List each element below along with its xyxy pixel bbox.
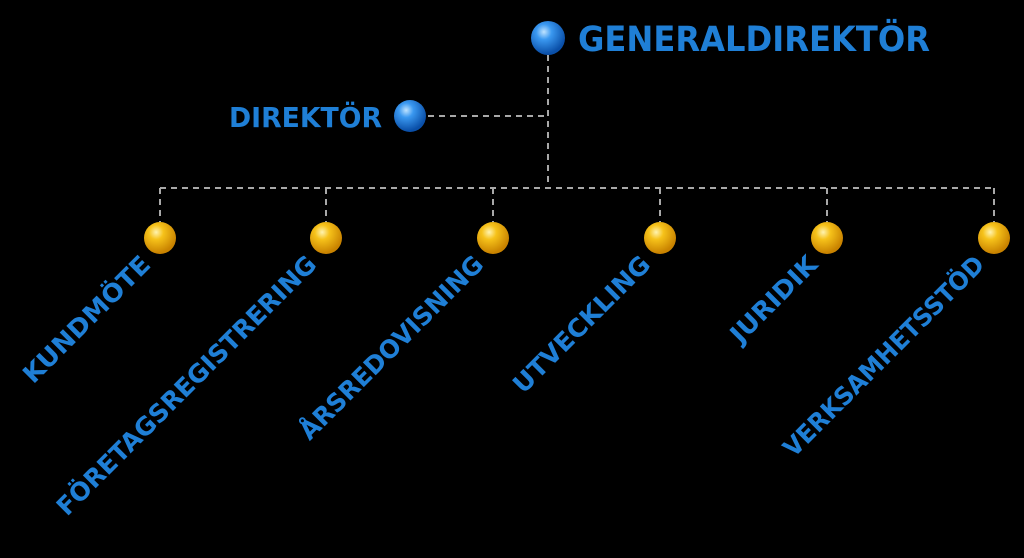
department-node-5: JURIDIK bbox=[723, 222, 843, 350]
department-node-3: ÅRSREDOVISNING bbox=[293, 222, 509, 446]
department-nodes: KUNDMÖTE FÖRETAGSREGISTRERING ÅRSREDOVIS… bbox=[16, 222, 1010, 521]
side-node: DIREKTÖR bbox=[229, 100, 426, 134]
department-label-4: UTVECKLING bbox=[507, 250, 656, 399]
side-node-label: DIREKTÖR bbox=[229, 100, 382, 134]
department-node-6: VERKSAMHETSSTÖD bbox=[777, 222, 1010, 463]
department-ball-4 bbox=[644, 222, 676, 254]
department-ball-2 bbox=[310, 222, 342, 254]
connectors bbox=[159, 55, 995, 222]
department-node-1: KUNDMÖTE bbox=[16, 222, 176, 389]
department-label-5: JURIDIK bbox=[723, 249, 825, 351]
department-label-2: FÖRETAGSREGISTRERING bbox=[50, 249, 322, 521]
top-node: GENERALDIREKTÖR bbox=[531, 18, 930, 60]
department-ball-5 bbox=[811, 222, 843, 254]
top-node-ball bbox=[531, 21, 565, 55]
department-node-2: FÖRETAGSREGISTRERING bbox=[50, 222, 342, 521]
department-node-4: UTVECKLING bbox=[507, 222, 676, 399]
department-ball-6 bbox=[978, 222, 1010, 254]
department-label-1: KUNDMÖTE bbox=[16, 249, 156, 389]
department-label-3: ÅRSREDOVISNING bbox=[293, 250, 489, 446]
side-node-ball bbox=[394, 100, 426, 132]
top-node-label: GENERALDIREKTÖR bbox=[578, 18, 930, 60]
department-ball-1 bbox=[144, 222, 176, 254]
department-ball-3 bbox=[477, 222, 509, 254]
